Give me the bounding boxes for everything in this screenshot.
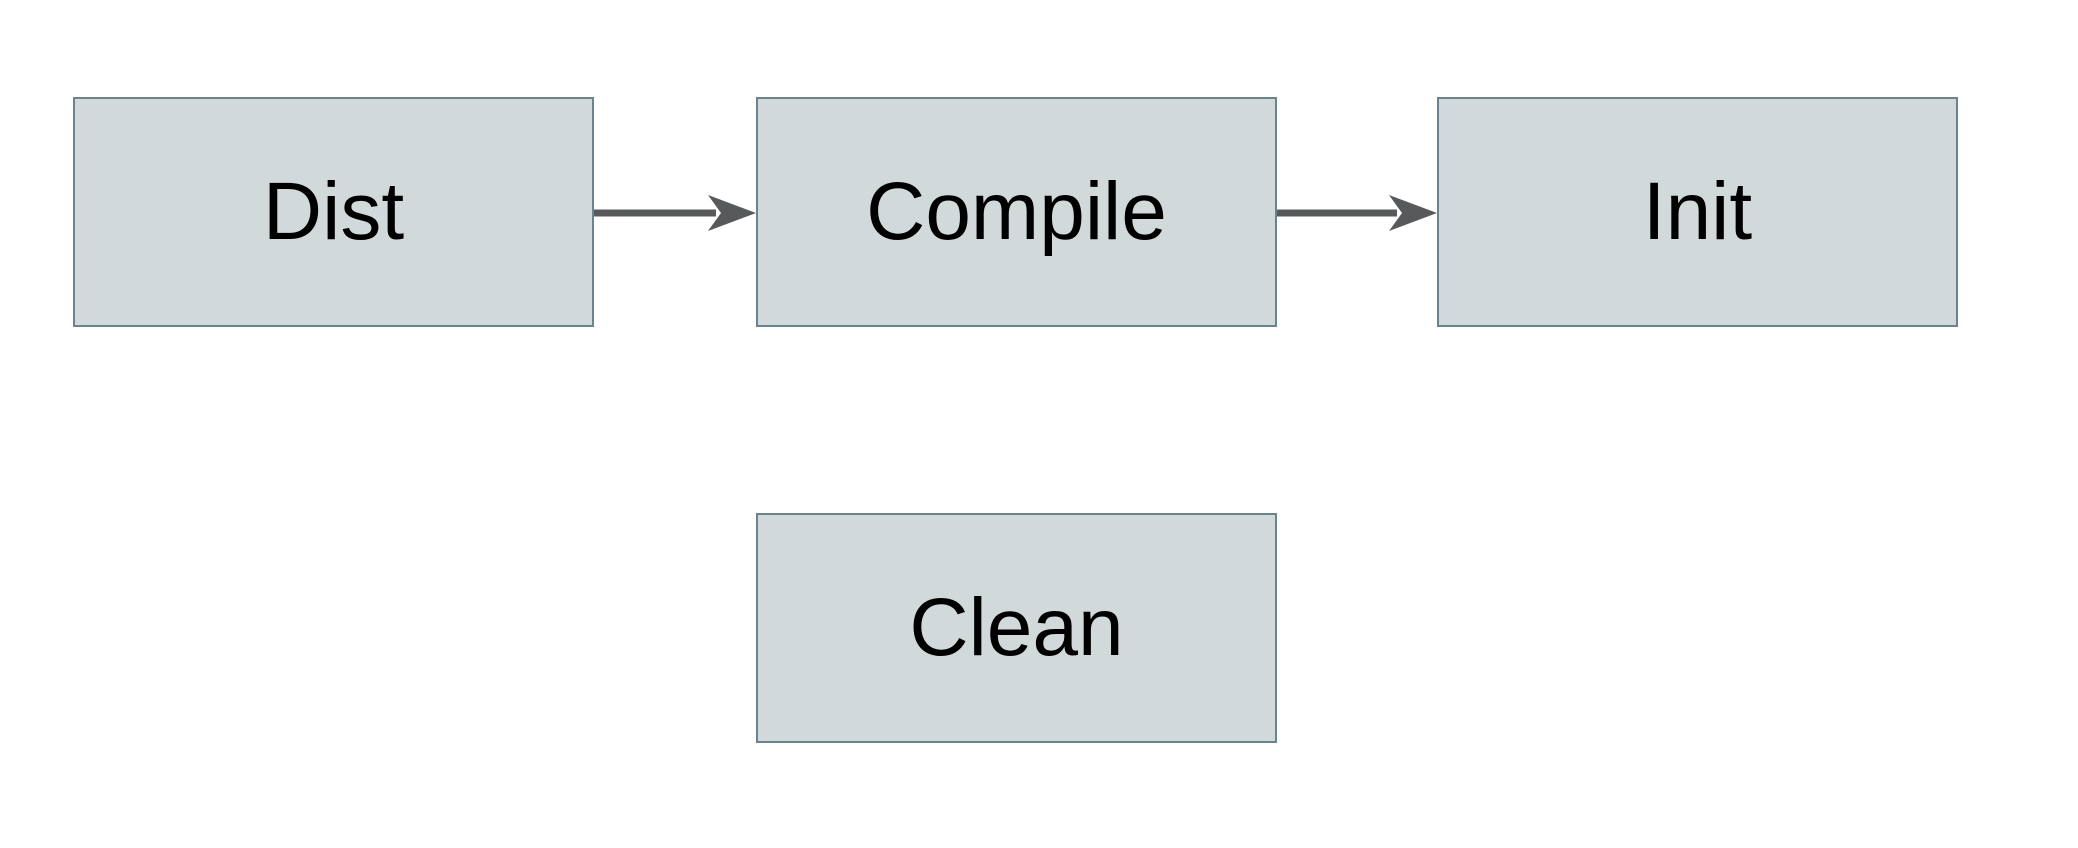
node-init: Init xyxy=(1437,97,1958,327)
node-clean-label: Clean xyxy=(909,582,1124,673)
node-dist: Dist xyxy=(73,97,594,327)
node-compile: Compile xyxy=(756,97,1277,327)
node-clean: Clean xyxy=(756,513,1277,743)
node-dist-label: Dist xyxy=(262,166,405,257)
arrow-head-icon xyxy=(1389,195,1437,231)
node-init-label: Init xyxy=(1642,166,1753,257)
arrow-dist-to-compile xyxy=(594,195,756,231)
arrow-compile-to-init xyxy=(1277,195,1437,231)
node-compile-label: Compile xyxy=(866,166,1167,257)
arrow-head-icon xyxy=(708,195,756,231)
